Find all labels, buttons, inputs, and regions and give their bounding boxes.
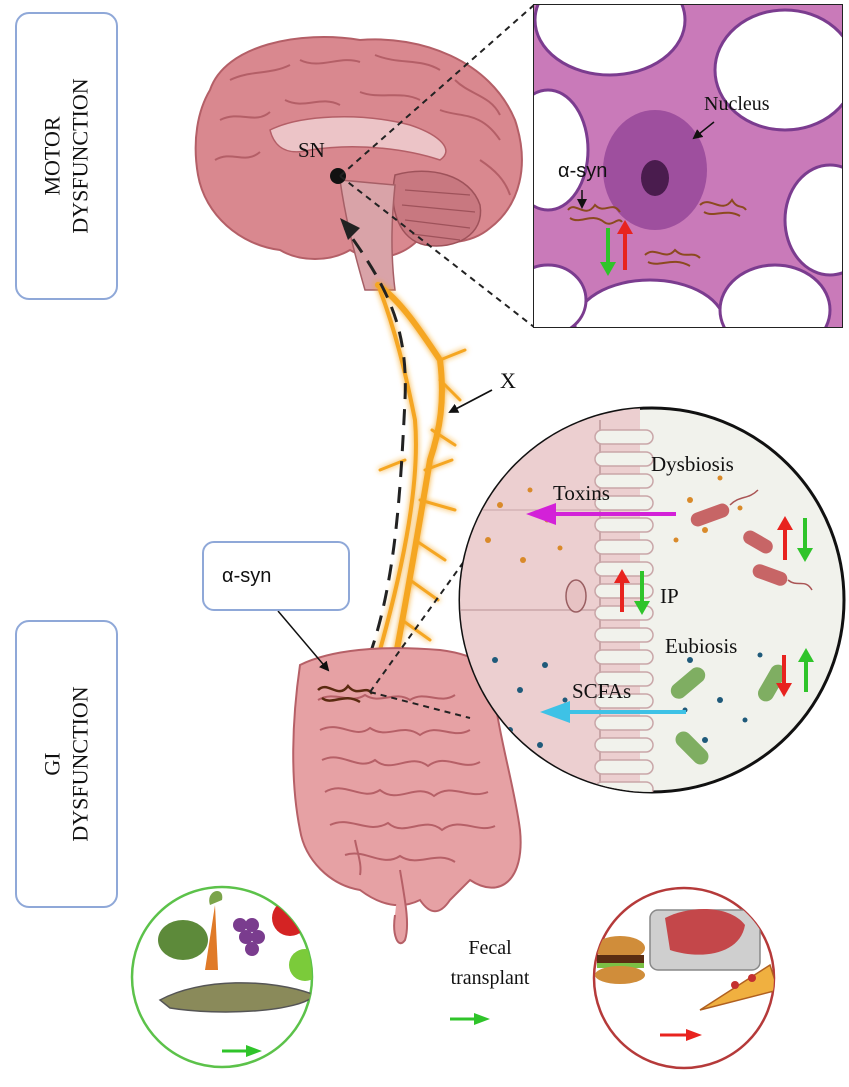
vagus-nerve <box>358 282 467 667</box>
gut-brain-dashed-path <box>343 227 407 681</box>
toxins-label: Toxins <box>553 481 610 505</box>
eubiosis-bacteria <box>670 664 786 765</box>
gut-asyn-box: α-syn <box>202 541 350 611</box>
unhealthy-diet-circle <box>592 886 776 1070</box>
brain <box>194 36 523 291</box>
eubiosis-label: Eubiosis <box>665 634 738 658</box>
vagus-x-label: X <box>500 368 516 393</box>
ip-label: IP <box>660 584 679 608</box>
motor-dysfunction-box: MOTOR DYSFUNCTION <box>15 12 118 300</box>
nucleus-label: Nucleus <box>704 93 770 115</box>
gut-asyn-label: α-syn <box>222 565 272 587</box>
fecal-label-line2: transplant <box>450 967 530 989</box>
dashed-path-arrowhead <box>340 218 360 240</box>
healthy-diet-circle <box>130 885 314 1069</box>
dysbiosis-label: Dysbiosis <box>651 452 734 476</box>
intestines <box>292 647 522 945</box>
fecal-transplant-label: Fecal transplant <box>445 933 535 993</box>
substantia-nigra-dot <box>330 168 346 184</box>
neuron-inset <box>533 4 843 328</box>
sn-label: SN <box>298 138 325 162</box>
gi-dysfunction-box: GI DYSFUNCTION <box>15 620 118 908</box>
scfas-label: SCFAs <box>572 679 632 703</box>
dysbiosis-bacteria <box>690 489 813 591</box>
neuron-asyn-label: α-syn <box>558 160 608 182</box>
fecal-label-line1: Fecal <box>468 937 512 959</box>
